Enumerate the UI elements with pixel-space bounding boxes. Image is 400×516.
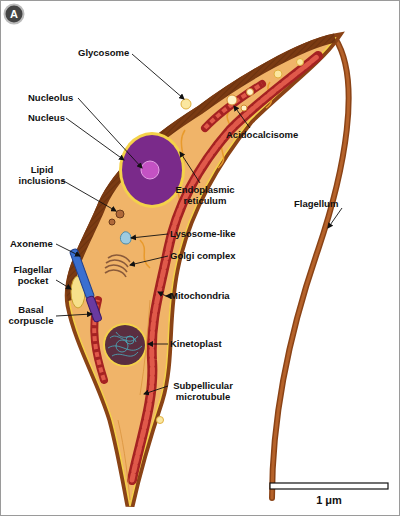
nucleus — [122, 135, 182, 205]
organelle-label: Flagellar pocket — [8, 264, 58, 286]
organelle-label: Endoplasmic reticulum — [172, 184, 238, 206]
leader-lines — [56, 54, 342, 394]
mitochondrion — [132, 56, 318, 480]
organelle-label: Glycosome — [78, 47, 148, 58]
flagellum — [272, 38, 349, 498]
scale-label: 1 μm — [299, 494, 359, 507]
lipid-inclusion — [109, 219, 115, 225]
mitochondrion-cristae — [205, 84, 262, 128]
organelle-label: Acidocalcisome — [226, 129, 316, 140]
organelle-label: Kinetoplast — [170, 338, 250, 349]
organelle-label: Lipid inclusions — [18, 164, 66, 186]
panel-letter: A — [3, 3, 25, 25]
golgi-complex — [105, 255, 130, 277]
organelle-label: Golgi complex — [170, 250, 250, 261]
organelle-label: Lysosome-like — [170, 228, 250, 239]
acidocalcisomes — [227, 89, 254, 112]
kinetoplast-dna — [108, 332, 142, 356]
nuclear-envelope — [119, 132, 185, 208]
mitochondrion — [205, 84, 262, 128]
basal-corpuscle — [86, 295, 102, 322]
scale-bar — [270, 483, 388, 489]
kinetoplast — [105, 325, 145, 365]
nucleolus — [141, 161, 159, 179]
panel-badge: A — [3, 3, 25, 25]
mitochondrion-cristae — [132, 56, 318, 480]
subpellicular-microtubules — [118, 300, 150, 500]
cytoplasm — [69, 38, 335, 506]
organelle-label: Flagellum — [294, 198, 354, 209]
organelle-label: Subpellicular microtubule — [168, 380, 238, 402]
flagellum-core — [272, 38, 349, 498]
lysosome-like — [120, 232, 131, 244]
organelle-label: Mitochondria — [170, 290, 250, 301]
axoneme — [69, 248, 94, 300]
organelle-label: Basal corpuscle — [6, 304, 56, 326]
organelle-label: Nucleolus — [28, 92, 88, 103]
lipid-inclusion — [116, 210, 124, 218]
glycosomes — [157, 59, 304, 424]
organelle-label: Nucleus — [28, 112, 78, 123]
organelle-label: Axoneme — [10, 238, 70, 249]
cell-body — [69, 38, 335, 506]
kinetoplast-rim — [103, 323, 147, 367]
